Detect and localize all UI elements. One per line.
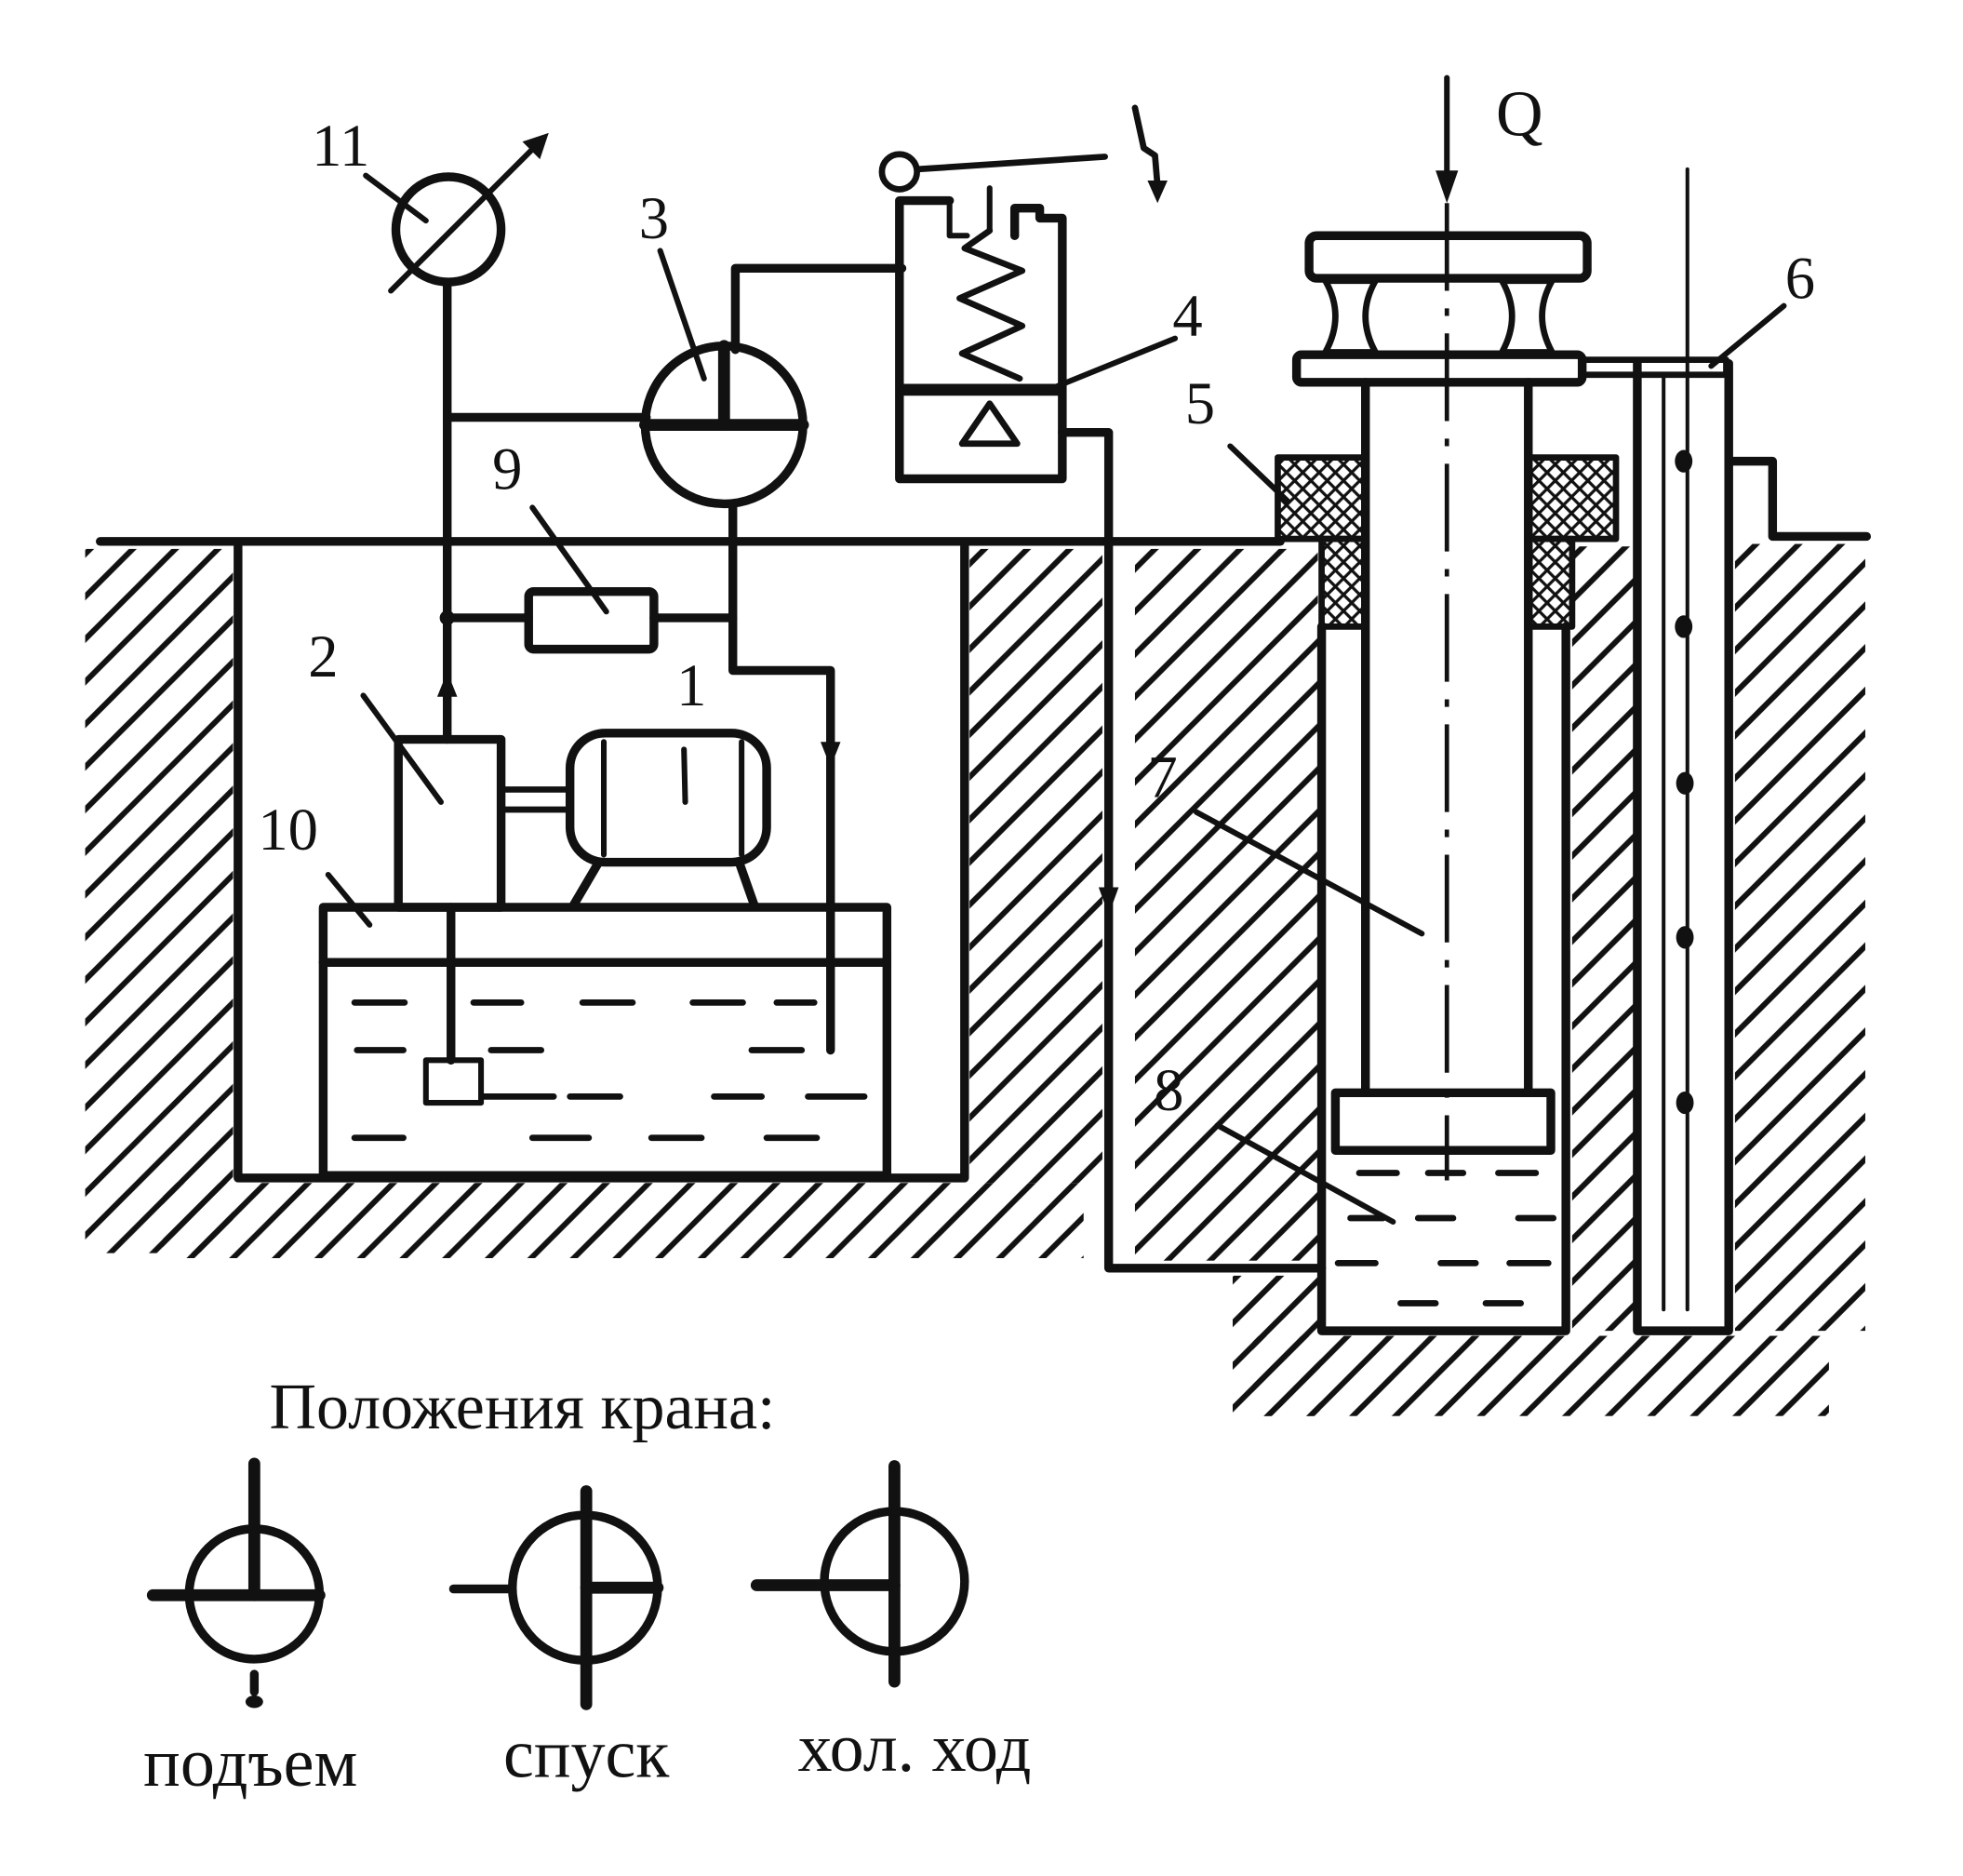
- guide-column-shaft: [1633, 358, 1733, 1335]
- leader-11: [363, 172, 429, 224]
- relief-valve-spring: [956, 227, 1026, 382]
- callout-3: 3: [639, 184, 669, 251]
- ground-hatching: [85, 543, 1865, 1416]
- motor-body: [565, 729, 771, 867]
- cylinder-wall: [1316, 622, 1570, 1335]
- relief-valve: 4: [878, 104, 1327, 1273]
- leader-2: [360, 692, 445, 805]
- pump-motor-coupling: [498, 786, 574, 813]
- suction-strainer: [422, 1057, 485, 1106]
- relief-valve-housing: [895, 195, 1067, 484]
- pressure-flow-arrow: [436, 671, 458, 697]
- seal-block-lower-right: [1525, 535, 1576, 630]
- guide-roller: [1676, 771, 1694, 795]
- position-lower-label: спуск: [503, 1716, 670, 1792]
- position-symbol-lift: подъем: [143, 1457, 357, 1802]
- callout-8: 8: [1154, 1056, 1183, 1123]
- hatch-left-of-well: [1134, 548, 1318, 1261]
- filter: 9: [442, 435, 738, 654]
- relief-valve-lever: [914, 154, 1108, 173]
- valve-position-legend: Положения крана: подъем спуск хол. ход: [143, 1372, 1031, 1802]
- leader-1: [681, 746, 688, 805]
- leader-4: [1039, 335, 1179, 395]
- relief-valve-cap: [946, 197, 970, 239]
- leader-6: [1708, 302, 1787, 369]
- position-symbol-lower: спуск: [448, 1485, 670, 1792]
- tank-body: [318, 903, 892, 1180]
- leader-7: [1193, 809, 1425, 937]
- valve-to-relief-pipe: [730, 263, 907, 355]
- guide-roller: [1675, 615, 1693, 638]
- hatch-under-pit: [163, 1183, 1084, 1259]
- seal-block-top-left: [1275, 454, 1369, 543]
- callout-11: 11: [312, 112, 369, 179]
- position-symbol-idle: хол. ход: [750, 1460, 1031, 1787]
- legend-title: Положения крана:: [270, 1372, 776, 1443]
- outlet-flow-arrow: [1098, 887, 1119, 916]
- gauge-arrowhead: [522, 132, 549, 160]
- callout-5: 5: [1185, 369, 1215, 436]
- load-label: Q: [1496, 79, 1543, 151]
- seal-block-top-right: [1525, 454, 1620, 543]
- gauge-pointer-arrow: [388, 140, 542, 294]
- piston: [1330, 1088, 1556, 1155]
- hatch-between-well-and-column: [1571, 546, 1634, 1332]
- seal-block-lower-left: [1318, 535, 1369, 630]
- lever-motion-arrowhead: [1147, 181, 1168, 204]
- lever-motion-arrow: [1131, 104, 1161, 189]
- relief-outlet-pipe: [1058, 427, 1327, 1273]
- leader-8: [1214, 1122, 1396, 1226]
- callout-9: 9: [492, 435, 522, 502]
- pressure-gauge: 11: [312, 112, 549, 294]
- callout-6: 6: [1785, 245, 1815, 312]
- hatch-under-well: [1252, 1335, 1829, 1416]
- hatch-left-of-pit: [85, 548, 234, 1253]
- pump-unit: 1 2: [308, 623, 771, 912]
- ground-step-right: [1724, 456, 1872, 542]
- lift-cylinder: Q 5 7 8: [1147, 74, 1729, 1335]
- motor-base: [568, 857, 759, 910]
- guide-column: 6: [1633, 167, 1815, 1335]
- callout-1: 1: [676, 651, 706, 718]
- guide-roller: [1676, 1091, 1694, 1115]
- callout-2: 2: [308, 623, 338, 690]
- motor-end-caps: [600, 739, 745, 858]
- pressure-line: [436, 278, 651, 744]
- position-lift-drop: [245, 1695, 263, 1708]
- return-pipe: [728, 499, 835, 1055]
- leader-3: [657, 248, 707, 382]
- return-flow-arrow: [820, 742, 841, 768]
- guide-roller: [1675, 449, 1693, 473]
- leader-10: [325, 871, 373, 928]
- control-valve: 3: [639, 184, 907, 1055]
- hatch-right-of-pit: [969, 548, 1102, 1184]
- callout-4: 4: [1172, 282, 1202, 349]
- position-idle-label: хол. ход: [797, 1710, 1031, 1787]
- hatch-right-of-column: [1734, 543, 1865, 1332]
- position-lift-label: подъем: [143, 1725, 357, 1802]
- tank-liquid-dashes: [351, 998, 868, 1142]
- leader-9: [529, 504, 609, 615]
- gauge-dial: [391, 172, 506, 287]
- guide-roller: [1676, 926, 1694, 949]
- oil-tank: 10: [258, 796, 892, 1180]
- callout-7: 7: [1147, 744, 1177, 811]
- relief-valve-poppet: [958, 400, 1021, 448]
- load-arrowhead: [1436, 170, 1459, 204]
- cylinder-liquid-dashes: [1334, 1170, 1557, 1306]
- callout-10: 10: [258, 796, 318, 863]
- leader-5: [1227, 443, 1291, 504]
